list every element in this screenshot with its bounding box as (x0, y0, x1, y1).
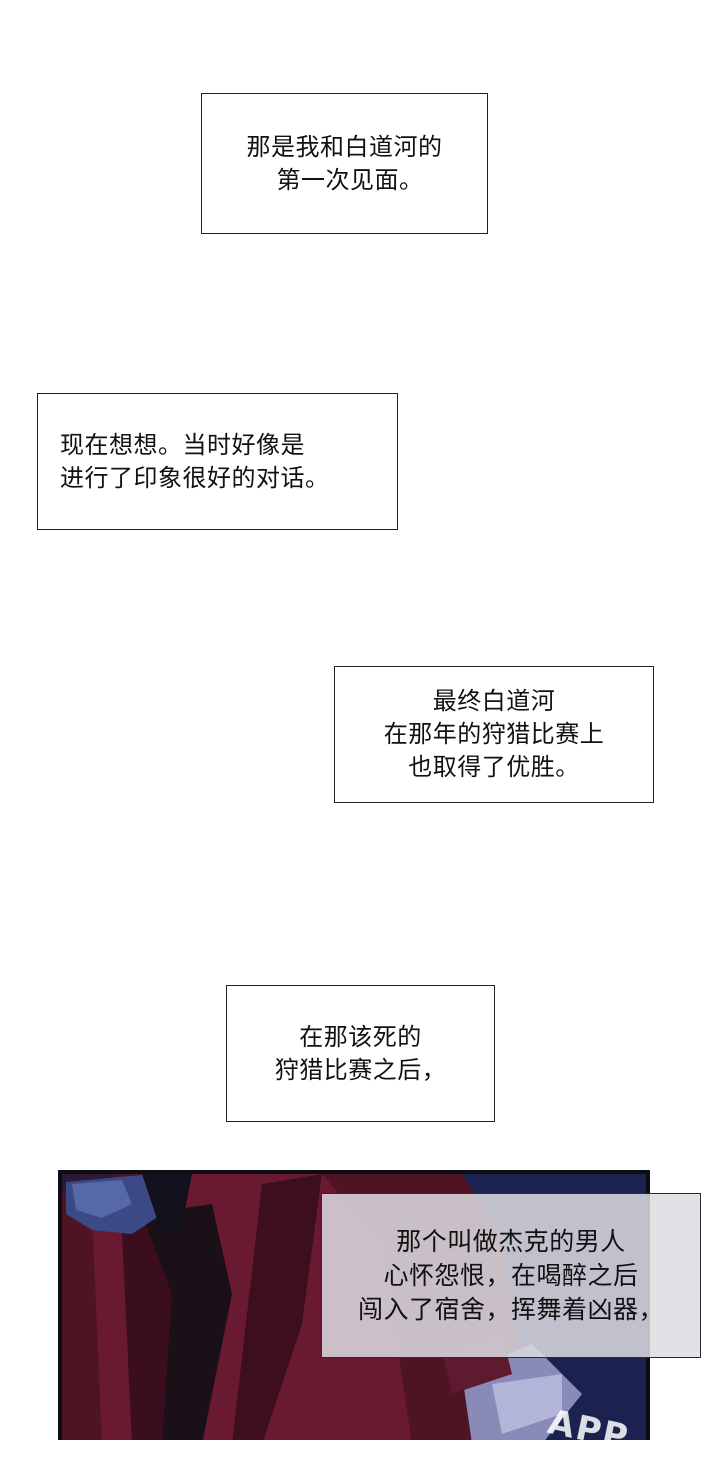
narration-text-3: 最终白道河 在那年的狩猎比赛上 也取得了优胜。 (384, 685, 605, 784)
narration-text-5: 那个叫做杰克的男人 心怀怨恨，在喝醉之后 闯入了宿舍，挥舞着凶器， (358, 1225, 664, 1327)
hair (142, 1174, 192, 1234)
narration-text-2: 现在想想。当时好像是 进行了印象很好的对话。 (60, 429, 330, 495)
narration-box-4: 在那该死的 狩猎比赛之后， (226, 985, 495, 1122)
shirt-tie (142, 1204, 232, 1440)
narration-box-5: 那个叫做杰克的男人 心怀怨恨，在喝醉之后 闯入了宿舍，挥舞着凶器， (321, 1193, 701, 1358)
narration-text-1: 那是我和白道河的 第一次见面。 (247, 131, 443, 197)
narration-line: 在那年的狩猎比赛上 (383, 720, 605, 748)
narration-line: 狩猎比赛之后， (274, 1055, 447, 1084)
narration-text-4: 在那该死的 狩猎比赛之后， (275, 1021, 447, 1087)
narration-line: 在那该死的 (299, 1022, 422, 1051)
narration-line: 心怀怨恨，在喝醉之后 (383, 1260, 639, 1290)
lapel-right (232, 1174, 322, 1440)
narration-box-2: 现在想想。当时好像是 进行了印象很好的对话。 (37, 393, 398, 530)
narration-line: 最终白道河 (432, 687, 556, 715)
narration-line: 也取得了优胜。 (408, 753, 580, 781)
narration-line: 进行了印象很好的对话。 (60, 463, 330, 492)
narration-line: 现在想想。当时好像是 (60, 430, 305, 459)
narration-box-3: 最终白道河 在那年的狩猎比赛上 也取得了优胜。 (334, 666, 654, 803)
face-highlight (72, 1180, 132, 1218)
narration-line: 第一次见面。 (276, 165, 424, 194)
narration-line: 那是我和白道河的 (246, 132, 443, 161)
narration-box-1: 那是我和白道河的 第一次见面。 (201, 93, 488, 234)
narration-line: 那个叫做杰克的男人 (396, 1226, 626, 1256)
watermark-text: APP。 (544, 1402, 669, 1466)
narration-line: 闯入了宿舍，挥舞着凶器， (357, 1294, 664, 1324)
hand-highlight (492, 1374, 562, 1434)
